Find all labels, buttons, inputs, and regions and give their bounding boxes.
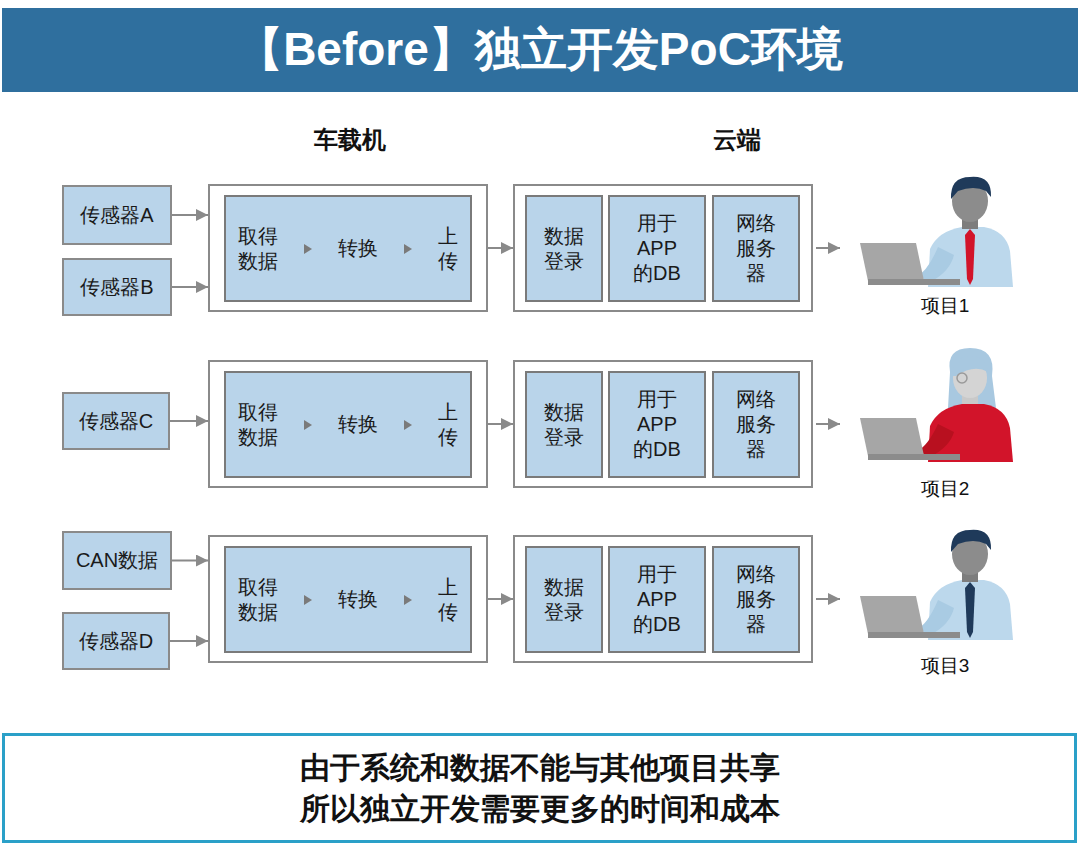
step-arrow — [403, 594, 413, 606]
node-text: 传感器C — [79, 409, 153, 434]
sensor-box: CAN数据 — [62, 531, 172, 590]
node-text: 用于 APP 的DB — [633, 387, 681, 462]
output-arrow — [816, 247, 840, 249]
title-text: 【Before】独立开发PoC环境 — [237, 19, 843, 81]
system-frame: 取得 数据 转换 上 传 — [208, 184, 488, 312]
flow-arrow — [172, 560, 208, 562]
node-text: 取得 数据 — [238, 575, 278, 625]
system-frame: 取得 数据 转换 上 传 — [208, 535, 488, 663]
node-text: CAN数据 — [76, 548, 158, 573]
node-text: 上 传 — [438, 224, 458, 274]
flow-arrow — [172, 286, 208, 288]
service-box: 网络 服务 器 — [712, 371, 800, 478]
node-text: 转换 — [338, 412, 378, 437]
service-box: 用于 APP 的DB — [608, 371, 706, 478]
output-arrow — [816, 598, 840, 600]
step-arrow — [403, 243, 413, 255]
node-text: 数据 登录 — [544, 224, 584, 274]
title-band: 【Before】独立开发PoC环境 — [2, 8, 1078, 92]
step-arrow — [303, 243, 313, 255]
system-frame: 数据 登录 用于 APP 的DB 网络 服务 器 — [513, 535, 813, 663]
user-figure — [860, 530, 1013, 640]
user-figure — [860, 177, 1013, 287]
node-text: 网络 服务 器 — [736, 211, 776, 286]
node-text: 传感器B — [80, 275, 153, 300]
service-box: 用于 APP 的DB — [608, 195, 706, 302]
step-arrow — [403, 419, 413, 431]
node-text: 网络 服务 器 — [736, 387, 776, 462]
node-text: 用于 APP 的DB — [633, 211, 681, 286]
process-box: 取得 数据 转换 上 传 — [224, 546, 472, 653]
node-text: 传感器A — [80, 203, 153, 228]
service-box: 用于 APP 的DB — [608, 546, 706, 653]
flow-arrow — [488, 423, 513, 425]
node-text: 网络 服务 器 — [736, 562, 776, 637]
process-box: 取得 数据 转换 上 传 — [224, 371, 472, 478]
node-text: 传感器D — [79, 629, 153, 654]
project-label: 项目1 — [921, 293, 970, 319]
service-box: 数据 登录 — [525, 195, 603, 302]
system-frame: 数据 登录 用于 APP 的DB 网络 服务 器 — [513, 360, 813, 488]
column-header: 云端 — [713, 124, 761, 156]
flow-arrow — [170, 420, 208, 422]
node-text: 取得 数据 — [238, 224, 278, 274]
step-arrow — [303, 594, 313, 606]
node-text: 上 传 — [438, 575, 458, 625]
flow-arrow — [170, 640, 208, 642]
node-text: 转换 — [338, 587, 378, 612]
node-text: 转换 — [338, 236, 378, 261]
node-text: 上 传 — [438, 400, 458, 450]
sensor-box: 传感器C — [62, 392, 170, 450]
process-box: 取得 数据 转换 上 传 — [224, 195, 472, 302]
sensor-box: 传感器A — [62, 185, 172, 245]
caption-box: 由于系统和数据不能与其他项目共享 所以独立开发需要更多的时间和成本 — [2, 733, 1077, 843]
flow-arrow — [488, 247, 513, 249]
service-box: 数据 登录 — [525, 371, 603, 478]
output-arrow — [816, 423, 840, 425]
caption-text: 由于系统和数据不能与其他项目共享 所以独立开发需要更多的时间和成本 — [300, 747, 780, 830]
step-arrow — [303, 419, 313, 431]
node-text: 数据 登录 — [544, 400, 584, 450]
sensor-box: 传感器D — [62, 612, 170, 670]
system-frame: 取得 数据 转换 上 传 — [208, 360, 488, 488]
flow-arrow — [172, 214, 208, 216]
project-label: 项目2 — [921, 476, 970, 502]
project-label: 项目3 — [921, 653, 970, 679]
service-box: 数据 登录 — [525, 546, 603, 653]
node-text: 用于 APP 的DB — [633, 562, 681, 637]
flow-arrow — [488, 598, 513, 600]
node-text: 数据 登录 — [544, 575, 584, 625]
user-figure — [860, 348, 1013, 462]
node-text: 取得 数据 — [238, 400, 278, 450]
service-box: 网络 服务 器 — [712, 546, 800, 653]
system-frame: 数据 登录 用于 APP 的DB 网络 服务 器 — [513, 184, 813, 312]
sensor-box: 传感器B — [62, 258, 172, 316]
service-box: 网络 服务 器 — [712, 195, 800, 302]
column-header: 车载机 — [314, 124, 386, 156]
